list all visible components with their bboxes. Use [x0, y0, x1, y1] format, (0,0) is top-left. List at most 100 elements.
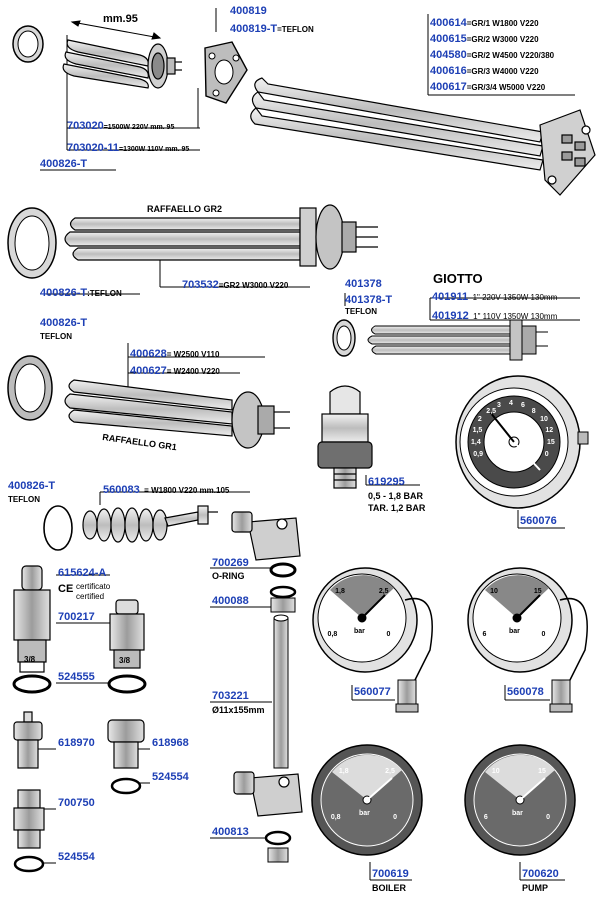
code-400617: 400617 [430, 81, 467, 93]
g700619-tick-3: 0 [393, 814, 398, 821]
valve-700217 [109, 599, 145, 669]
code-524555: 524555 [58, 671, 95, 683]
code-703020-11: 703020-11 [67, 142, 119, 154]
code-524554-2: 524554 [58, 851, 95, 863]
code-400627: 400627 [130, 365, 167, 377]
g560077-tick-3: 0 [386, 631, 391, 638]
o-ring-700269 [269, 562, 297, 578]
code-560083: 560083 [103, 484, 140, 496]
fitting-700750 [13, 789, 45, 849]
safety-valve-615624a [13, 565, 51, 673]
desc-560083: = W1800 V220 mm.105 [144, 486, 230, 495]
code-703532: 703532 [182, 279, 219, 291]
code-560077: 560077 [354, 686, 391, 698]
code-703221: 703221 [212, 690, 249, 702]
code-400819t: 400819-T [230, 23, 278, 35]
g700620-unit: bar [512, 810, 523, 817]
gasket-400826t-3 [7, 355, 53, 421]
thread-a: 3/8 [24, 655, 36, 664]
certified-text: certified [76, 592, 105, 601]
g560076-tick-11: 15 [546, 439, 555, 447]
code-703020: 703020 [67, 120, 104, 132]
heating-element-560083 [43, 505, 218, 551]
teflon-e: TEFLON [8, 495, 40, 504]
code-560078: 560078 [507, 686, 544, 698]
label-703020: 703020=1500W 220V mm. 95 [67, 117, 174, 133]
gauge-560076 [455, 375, 589, 509]
thread-b: 3/8 [119, 656, 131, 665]
label-400628: 400628= W2500 V110 [130, 345, 219, 361]
g700619-tick-0: 0,8 [330, 814, 341, 821]
desc-400614: =GR/1 W1800 V220 [466, 19, 539, 28]
gauge-560078 [467, 567, 588, 713]
label-400614: 400614=GR/1 W1800 V220 [430, 14, 539, 30]
g700620-tick-1: 10 [491, 768, 500, 776]
gauge-700620 [464, 744, 576, 856]
pump-text: PUMP [522, 883, 549, 893]
code-400813: 400813 [212, 826, 249, 838]
g560078-tick-2: 15 [533, 587, 542, 595]
o-ring-400813 [264, 830, 292, 863]
g700620-tick-2: 15 [538, 768, 546, 776]
label-400819t: 400819-T=TEFLON [230, 20, 314, 36]
ce-mark: CE [58, 583, 74, 595]
code-401911: 401911 [432, 291, 469, 303]
code-700619: 700619 [372, 868, 409, 880]
desc-400615: =GR/2 W3000 V220 [466, 35, 539, 44]
g560076-tick-2: 1,5 [472, 427, 483, 435]
code-400826t-1: 400826-T [40, 158, 88, 170]
desc-401912: 1" 110V 1350W 130mm [473, 312, 558, 321]
desc-703020-11: =1300W 110V mm. 95 [119, 146, 190, 153]
elbow-fitting-top [231, 511, 301, 561]
g560076-tick-12: 0 [544, 450, 549, 458]
code-400614: 400614 [430, 17, 467, 29]
code-618970: 618970 [58, 737, 95, 749]
gasket-ring-top [12, 25, 44, 63]
code-615624a: 615624-A [58, 567, 107, 579]
desc-400628: = W2500 V110 [166, 350, 220, 359]
giotto-title: GIOTTO [433, 271, 483, 286]
code-401912: 401912 [432, 310, 469, 322]
code-400819: 400819 [230, 5, 267, 17]
g560076-tick-0: 0,9 [473, 450, 484, 458]
gasket-524555-right [107, 674, 147, 694]
code-404580: 404580 [430, 49, 467, 61]
label-400616: 400616=GR/3 W4000 V220 [430, 62, 539, 78]
g560076-tick-4: 2,5 [486, 407, 497, 415]
desc-401911: 1" 220V 1350W 130mm [472, 293, 558, 302]
g700620-tick-0: 6 [483, 814, 488, 821]
g560076-unit: BAR [506, 452, 522, 459]
code-700217: 700217 [58, 611, 95, 623]
heating-element-703532 [64, 204, 378, 270]
g700619-tick-2: 2,5 [385, 768, 395, 776]
raffaello-gr2-title: RAFFAELLO GR2 [147, 204, 223, 214]
code-400628: 400628 [130, 348, 167, 360]
code-401378: 401378 [345, 278, 382, 290]
desc-400617: =GR/3/4 W5000 V220 [466, 83, 546, 92]
label-400627: 400627= W2400 V220 [130, 362, 220, 378]
code-560076: 560076 [520, 515, 557, 527]
g560076-tick-1: 1,4 [471, 439, 481, 447]
code-400826t-4: 400826-T [8, 480, 56, 492]
g560076-tick-8: 8 [531, 407, 536, 415]
code-618968: 618968 [152, 737, 189, 749]
code-400616: 400616 [430, 65, 467, 77]
g700619-tick-1: 1,8 [338, 768, 349, 776]
tar-value: TAR. 1,2 BAR [368, 503, 426, 513]
label-404580: 404580=GR/2 W4500 V220/380 [430, 46, 554, 62]
label-703020-11: 703020-11=1300W 110V mm. 95 [67, 139, 189, 155]
desc-703020: =1500W 220V mm. 95 [103, 124, 175, 131]
g560077-tick-2: 2,5 [378, 587, 389, 595]
code-400088: 400088 [212, 595, 249, 607]
g560078-unit: bar [509, 628, 520, 635]
teflon-c: TEFLON [345, 307, 377, 316]
certificato-text: certificato [76, 582, 111, 591]
label-401912: 401912 1" 110V 1350W 130mm [432, 307, 557, 323]
label-400826t-2: 400826-T:TEFLON [40, 284, 122, 300]
code-400615: 400615 [430, 33, 467, 45]
heating-element-401911 [332, 319, 548, 361]
teflon-b: :TEFLON [87, 289, 122, 298]
gauge-560077 [312, 567, 433, 713]
g560076-tick-10: 12 [545, 427, 554, 435]
